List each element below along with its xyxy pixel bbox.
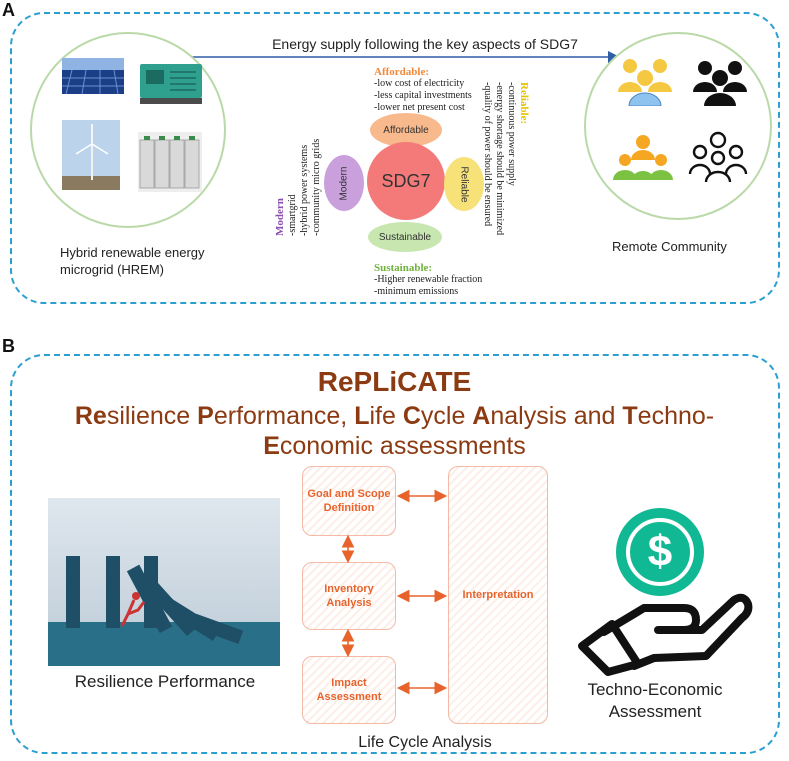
sustainable-description: Sustainable: -Higher renewable fraction … xyxy=(374,262,482,298)
people-group-icon-outline xyxy=(688,131,748,183)
solar-panel-image xyxy=(62,58,124,94)
dollar-coin-icon: $ xyxy=(616,508,704,596)
affordable-bubble: Affordable xyxy=(370,113,442,147)
sustainable-heading: Sustainable: xyxy=(374,262,433,274)
modern-heading: Modern xyxy=(274,198,286,236)
panel-a-frame xyxy=(10,12,780,304)
supply-arrow xyxy=(180,51,620,63)
replicate-title: RePLiCATE xyxy=(317,366,472,397)
subtitle-fragment: ife xyxy=(369,402,403,430)
replicate-subtitle-line-1: Resilience Performance, Life Cycle Analy… xyxy=(0,402,789,431)
subtitle-fragment: T xyxy=(622,402,638,430)
impact-assessment-label: Impact Assessment xyxy=(316,677,382,703)
subtitle-fragment: Re xyxy=(74,402,107,430)
resilience-dominoes-image xyxy=(48,498,280,666)
wind-turbine-image xyxy=(62,120,120,190)
affordable-heading: Affordable: xyxy=(374,66,429,78)
replicate-subtitle-line-2: Economic assessments xyxy=(0,432,789,461)
reliable-line-2: -energy shortage should be minimized xyxy=(494,82,505,236)
subtitle-fragment: A xyxy=(472,402,491,430)
supply-arrow-text: Energy supply following the key aspects … xyxy=(272,36,578,52)
affordable-line-3: -lower net present cost xyxy=(374,102,465,113)
subtitle-fragment: ycle xyxy=(420,402,473,430)
subtitle-fragment: erformance, xyxy=(213,402,355,430)
inventory-analysis-label: Inventory Analysis xyxy=(324,583,374,609)
people-group-icon-black xyxy=(693,61,747,106)
affordable-line-1: -low cost of electricity xyxy=(374,78,465,89)
resilience-caption: Resilience Performance xyxy=(74,672,256,691)
modern-line-2: -hybrid power systems xyxy=(299,144,310,236)
reliable-line-3: -quality of power should be ensured xyxy=(482,82,493,227)
subtitle-fragment: P xyxy=(197,402,214,430)
modern-line-3: -community micro grids xyxy=(311,138,322,236)
techno-caption-line-2: Assessment xyxy=(608,702,702,721)
people-group-icon-blue xyxy=(618,59,672,106)
subtitle-fragment: nalysis and xyxy=(490,402,623,430)
subtitle-fragment: conomic assessments xyxy=(279,432,526,460)
affordable-line-2: -less capital investments xyxy=(374,90,472,101)
reliable-description: Reliable: xyxy=(518,82,530,124)
subtitle-fragment: silience xyxy=(106,402,198,430)
interpretation-box: Interpretation xyxy=(448,466,548,724)
hrem-caption-line-2: microgrid (HREM) xyxy=(60,262,164,277)
panel-b-frame xyxy=(10,354,780,754)
impact-assessment-box: Impact Assessment xyxy=(302,656,396,724)
panel-b-label: B xyxy=(2,336,15,356)
subtitle-fragment: E xyxy=(263,432,280,460)
subtitle-fragment: L xyxy=(354,402,370,430)
sustainable-bubble: Sustainable xyxy=(368,222,442,252)
modern-line-1: -smartgrid xyxy=(287,194,298,236)
subtitle-fragment: echno- xyxy=(637,402,715,430)
affordable-description: Affordable: -low cost of electricity -le… xyxy=(374,66,472,114)
modern-bubble: Modern xyxy=(324,155,364,211)
reliable-line-1: -continuous power supply xyxy=(506,82,517,186)
reliable-heading: Reliable: xyxy=(518,82,530,125)
panel-a-label: A xyxy=(2,0,15,20)
modern-description: Modern xyxy=(274,198,286,236)
inventory-analysis-box: Inventory Analysis xyxy=(302,562,396,630)
community-caption: Remote Community xyxy=(612,239,727,254)
hrem-caption-line-1: Hybrid renewable energy xyxy=(60,245,205,260)
interpretation-label: Interpretation xyxy=(462,589,534,601)
community-circle xyxy=(584,32,772,220)
dollar-sign: $ xyxy=(626,518,694,586)
sustainable-line-1: -Higher renewable fraction xyxy=(374,274,483,285)
reliable-bubble: Reliable xyxy=(444,157,484,211)
techno-caption-line-1: Techno-Economic xyxy=(587,680,723,699)
goal-scope-label: Goal and Scope Definition xyxy=(307,488,391,514)
generator-image xyxy=(140,64,202,104)
people-group-icon-green xyxy=(613,135,673,180)
lca-caption: Life Cycle Analysis xyxy=(358,734,492,751)
open-hand-icon xyxy=(578,593,753,676)
battery-bank-image xyxy=(138,132,202,192)
subtitle-fragment: C xyxy=(402,402,421,430)
sdg7-circle: SDG7 xyxy=(367,142,445,220)
lca-arrows xyxy=(341,489,448,695)
sustainable-line-2: -minimum emissions xyxy=(374,286,459,297)
